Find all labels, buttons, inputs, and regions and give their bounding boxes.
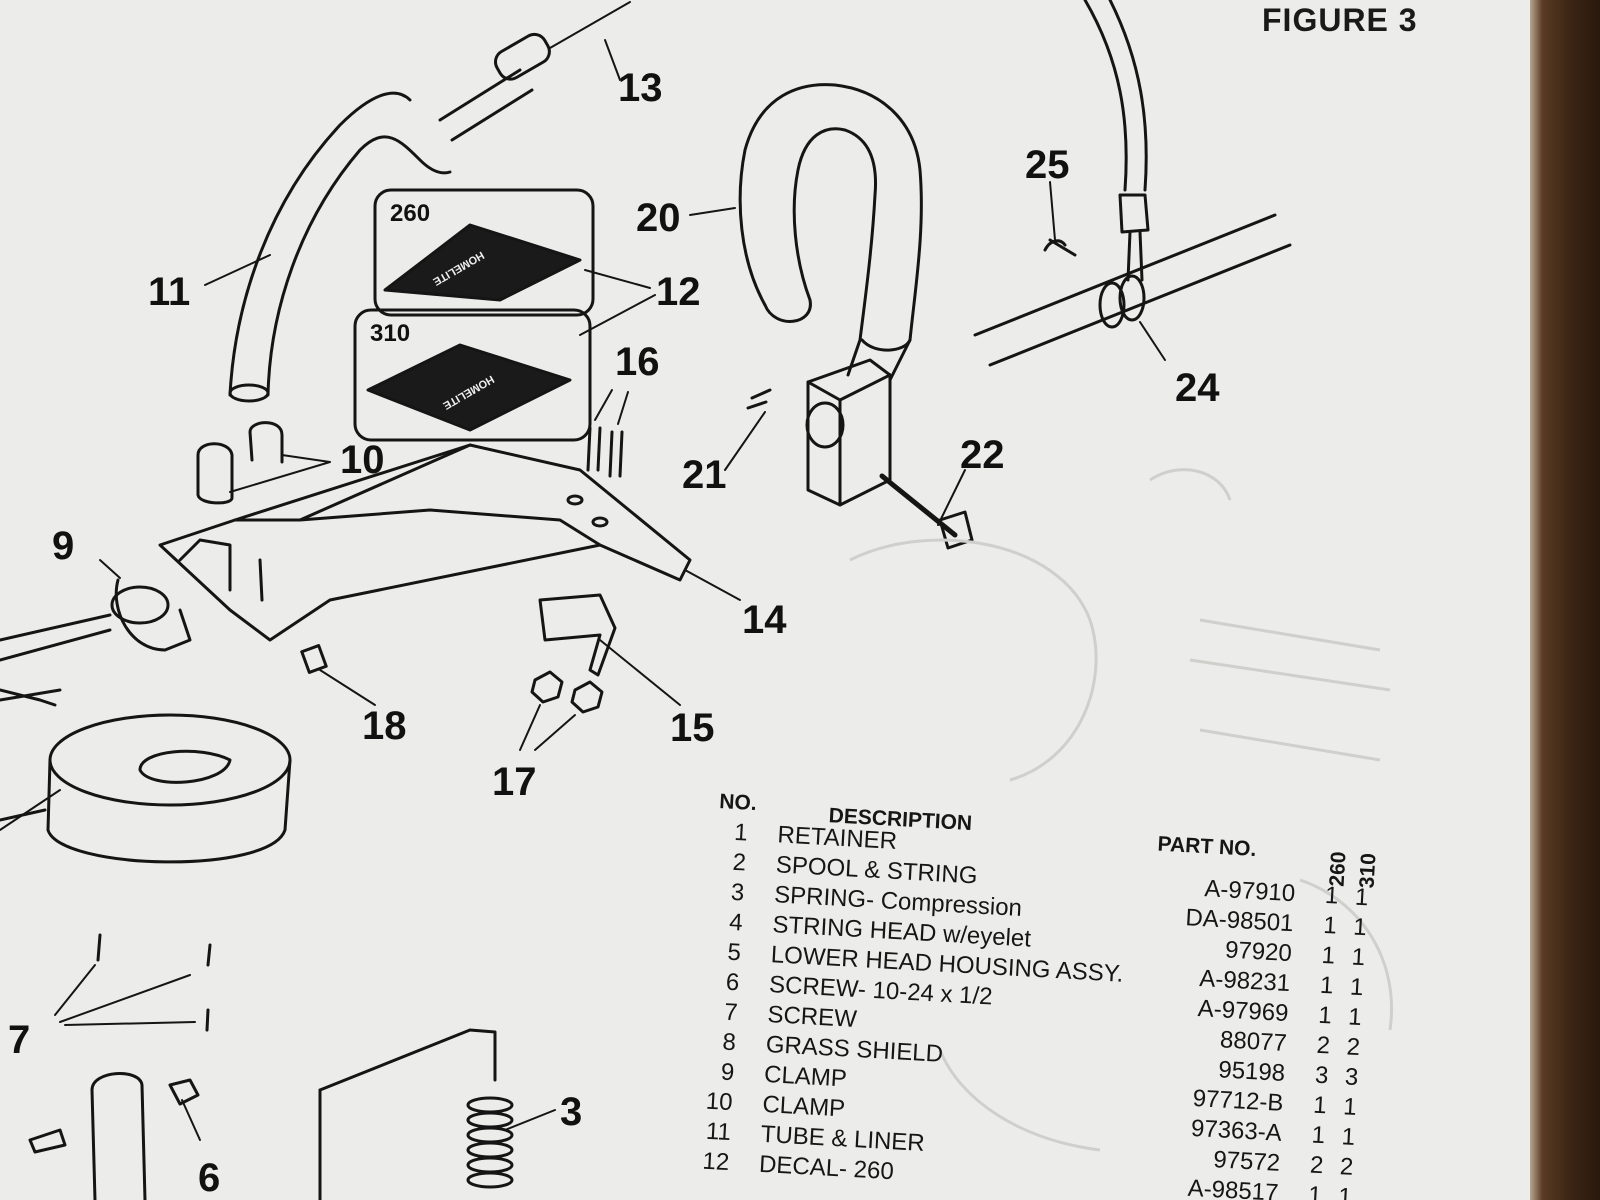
decal-310-label: 310 [370, 320, 411, 347]
decal-260-label: 260 [390, 200, 431, 227]
row-no: 8 [721, 1028, 737, 1057]
callout-25: 25 [1025, 143, 1070, 187]
manual-page: FIGURE 3 13 20 25 11 12 24 16 10 21 22 9… [0, 0, 1540, 1200]
desk-background [1530, 0, 1600, 1200]
callout-22: 22 [960, 433, 1005, 477]
part-3-spring [318, 1028, 514, 1200]
row-description: CLAMP [763, 1060, 848, 1093]
row-qty-310: 1 [1354, 883, 1370, 912]
callout-11: 11 [148, 270, 191, 314]
row-qty-260: 1 [1317, 1001, 1333, 1030]
row-no: 1 [733, 818, 749, 847]
callout-20: 20 [636, 196, 681, 240]
exploded-parts-diagram [0, 0, 1393, 1200]
row-no: 10 [705, 1087, 734, 1117]
callout-17: 17 [492, 760, 537, 804]
row-qty-260: 1 [1320, 941, 1336, 970]
callout-24: 24 [1175, 366, 1220, 410]
callout-12: 12 [656, 270, 701, 314]
callout-9: 9 [52, 524, 75, 568]
row-description: RETAINER [776, 821, 898, 855]
row-qty-260: 1 [1310, 1121, 1326, 1150]
row-qty-310: 1 [1347, 1003, 1363, 1032]
callout-14: 14 [742, 598, 787, 642]
part-7-screws [96, 933, 212, 1032]
row-qty-260: 1 [1324, 881, 1340, 910]
part-16-screws [586, 389, 629, 478]
part-20-handle [738, 83, 923, 382]
row-description: CLAMP [761, 1090, 846, 1123]
row-no: 5 [726, 938, 742, 967]
part-15-bracket [538, 593, 617, 677]
callout-10: 10 [340, 438, 385, 482]
parts-list-table: NO. DESCRIPTION PART NO. 260 310 1 RETAI… [697, 790, 1539, 1200]
callout-13: 13 [618, 66, 663, 110]
callout-21: 21 [682, 453, 727, 497]
row-qty-310: 2 [1339, 1153, 1355, 1181]
row-no: 3 [730, 878, 746, 907]
row-no: 6 [725, 968, 741, 997]
header-no: NO. [718, 790, 758, 816]
row-qty-310: 1 [1352, 913, 1368, 942]
row-no: 11 [705, 1117, 732, 1147]
row-qty-260: 3 [1314, 1061, 1330, 1090]
figure-title: FIGURE 3 [1262, 2, 1418, 38]
row-qty-310: 1 [1342, 1093, 1358, 1122]
row-description: SCREW [766, 1001, 858, 1033]
callout-7: 7 [8, 1018, 31, 1062]
part-9-clamp [0, 578, 192, 662]
row-qty-310: 3 [1344, 1063, 1360, 1092]
row-qty-260: 1 [1307, 1181, 1323, 1200]
part-21-22-handle-clamp [746, 358, 974, 550]
row-qty-260: 1 [1322, 911, 1338, 940]
row-qty-260: 1 [1312, 1091, 1328, 1120]
row-qty-310: 1 [1350, 943, 1366, 972]
part-24-25-shaft-strap [973, 0, 1292, 367]
row-qty-310: 1 [1340, 1123, 1356, 1151]
row-qty-310: 1 [1337, 1183, 1353, 1200]
row-no: 9 [720, 1058, 735, 1087]
row-no: 2 [731, 848, 747, 877]
part-6-shaft-bottom [28, 1072, 200, 1200]
callout-6: 6 [198, 1156, 221, 1200]
callout-16: 16 [615, 340, 660, 384]
row-qty-260: 1 [1319, 971, 1335, 1000]
part-5-lower-head-housing [0, 688, 292, 864]
row-no: 7 [723, 998, 739, 1027]
row-qty-260: 2 [1315, 1031, 1331, 1060]
row-qty-310: 2 [1345, 1033, 1361, 1062]
part-13-throttle-cable [438, 1, 631, 142]
row-qty-260: 2 [1309, 1151, 1325, 1180]
callout-3: 3 [560, 1090, 583, 1134]
callout-15: 15 [670, 706, 715, 750]
row-qty-310: 1 [1349, 973, 1365, 1002]
part-11-tube [228, 91, 452, 403]
row-no: 12 [701, 1147, 730, 1177]
callout-18: 18 [362, 704, 407, 748]
part-10-clamps [196, 421, 331, 505]
part-14-mounting-bracket [158, 443, 692, 642]
part-12-decals [353, 188, 656, 442]
part-17-nuts [530, 670, 604, 714]
row-no: 4 [728, 908, 744, 937]
part-18-nut [300, 644, 328, 674]
